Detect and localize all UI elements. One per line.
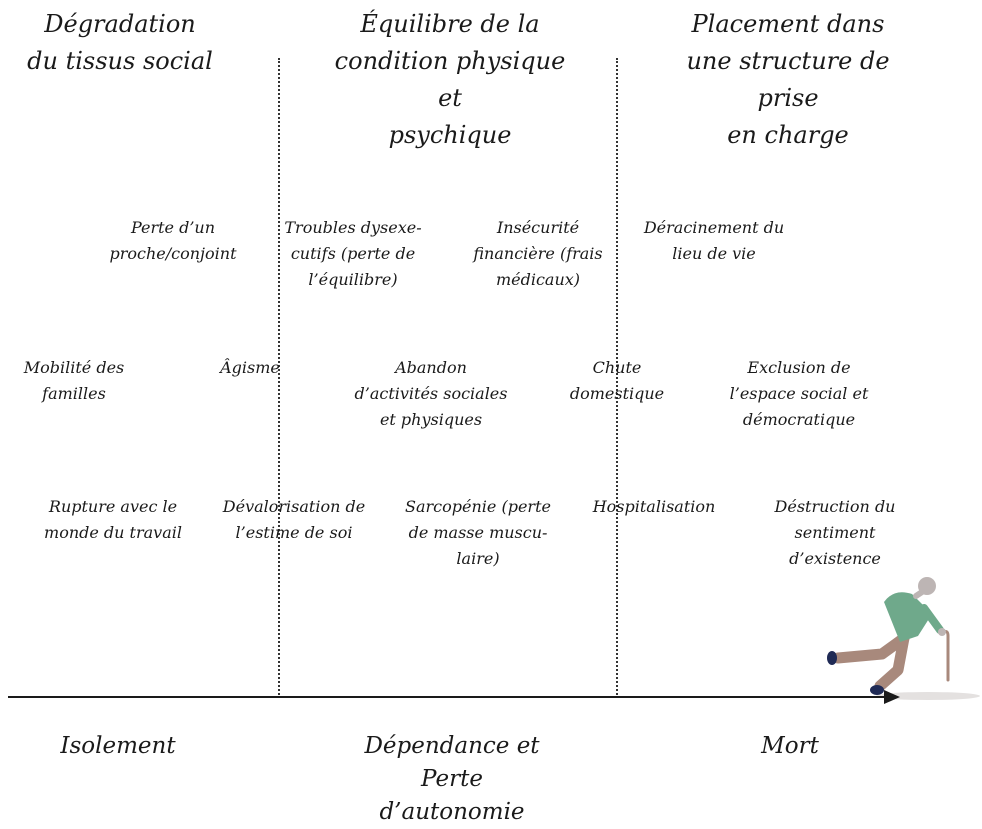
separator-right [616, 58, 618, 698]
figure-shadow [876, 692, 980, 700]
footer-right: Mort [761, 733, 819, 759]
timeline-arrowhead [884, 690, 900, 704]
footer-left: Isolement [60, 733, 176, 759]
factor-chute: Chute domestique [569, 358, 665, 403]
factor-hospitalisation: Hospitalisation [592, 497, 716, 516]
timeline-axis [8, 696, 888, 698]
falling-elderly-person-with-cane-icon [827, 577, 950, 695]
factor-agisme: Âgisme [220, 358, 280, 377]
separator-left [278, 58, 280, 698]
